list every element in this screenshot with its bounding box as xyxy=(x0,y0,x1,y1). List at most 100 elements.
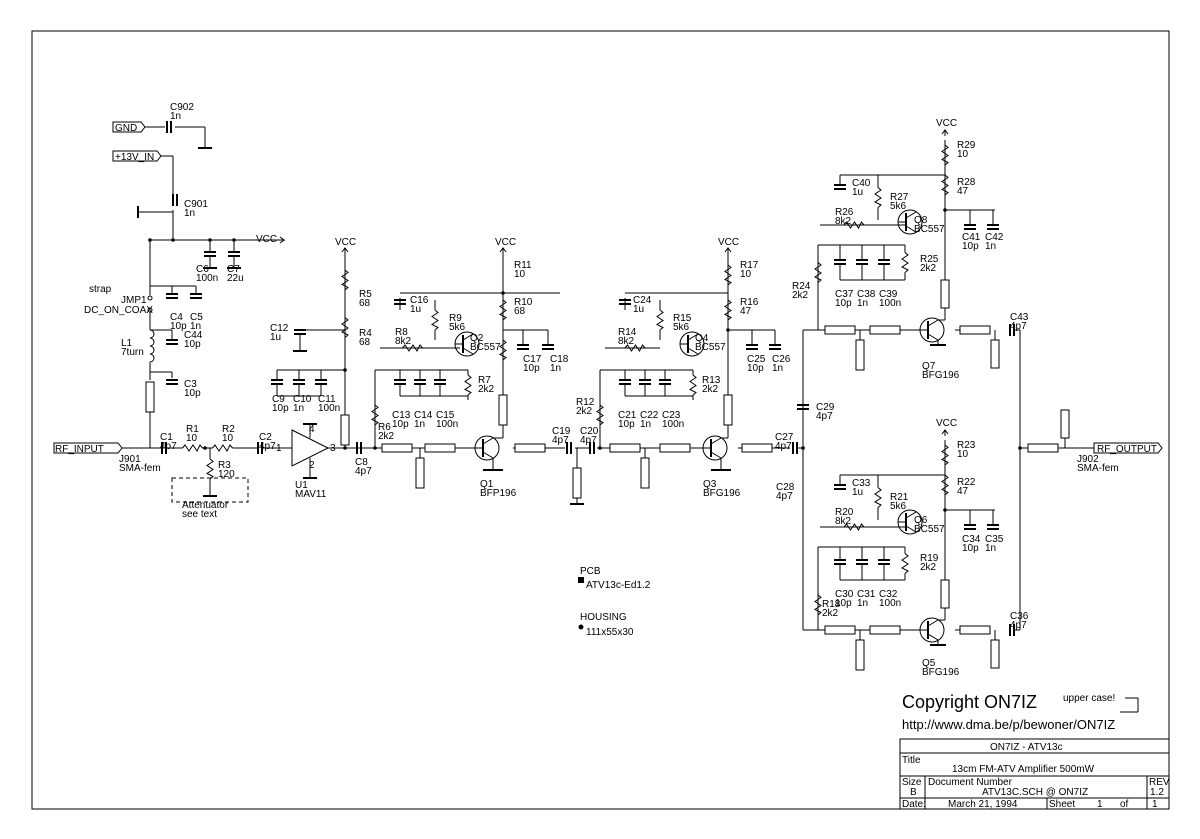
title-company: ON7IZ - ATV13c xyxy=(990,742,1063,753)
resistor xyxy=(212,444,233,452)
pin-numbers: 1 2 3 4 xyxy=(276,424,336,471)
of-label: of xyxy=(1120,799,1129,810)
component-value: 1u xyxy=(633,304,644,315)
component-value: 100n xyxy=(879,298,901,309)
component-ref: C10 xyxy=(293,394,312,405)
resistor-box xyxy=(990,339,1000,369)
component-value: 4p7 xyxy=(1010,620,1027,631)
component-ref: R22 xyxy=(957,477,976,488)
resistor xyxy=(402,344,423,352)
sheet-border xyxy=(31,30,1170,810)
resistor xyxy=(464,374,472,396)
q4-transistor xyxy=(679,331,705,357)
component-ref: R9 xyxy=(449,313,462,324)
resistor-box xyxy=(640,457,650,489)
resistor xyxy=(182,444,203,452)
component-ref: C12 xyxy=(270,323,289,334)
component-ref: C41 xyxy=(962,232,981,243)
component-value: 47 xyxy=(957,186,969,197)
u1-pin-1: 1 xyxy=(276,443,282,454)
resistor-box xyxy=(940,579,950,609)
junction xyxy=(373,446,377,450)
component-ref: C28 xyxy=(776,482,795,493)
title-block: ON7IZ - ATV13c Title 13cm FM-ATV Amplifi… xyxy=(899,738,1170,810)
rev-value: 1.2 xyxy=(1150,787,1164,798)
q7-transistor xyxy=(919,317,945,343)
component-ref: R21 xyxy=(890,492,909,503)
component-ref: R17 xyxy=(740,260,759,271)
component-value: 1n xyxy=(985,543,996,554)
component-value: 68 xyxy=(359,298,371,309)
component-value: SMA-fem xyxy=(119,463,161,474)
component-value: BFG196 xyxy=(922,667,960,678)
junction xyxy=(148,238,152,242)
see-text-label: see text xyxy=(182,509,217,520)
junction xyxy=(203,446,207,450)
resistor-box xyxy=(572,467,582,499)
component-value: BC557 xyxy=(470,342,501,353)
resistor-box xyxy=(959,325,991,335)
component-value: 2k2 xyxy=(576,406,593,417)
vcc-label: VCC xyxy=(495,237,516,248)
component-ref: R29 xyxy=(957,140,976,151)
dc-on-coax-label: DC_ON_COAX xyxy=(84,305,153,316)
vcc-label: VCC xyxy=(718,237,739,248)
component-ref: R10 xyxy=(514,297,533,308)
component-value: 4p7 xyxy=(160,441,177,452)
wire xyxy=(462,333,474,341)
component-value: MAV11 xyxy=(295,489,327,500)
component-ref: R20 xyxy=(835,507,854,518)
component-ref: R27 xyxy=(890,192,909,203)
component-ref: R19 xyxy=(920,553,939,564)
component-ref: C21 xyxy=(618,410,637,421)
resistor xyxy=(656,309,664,331)
component-ref: R25 xyxy=(920,254,939,265)
resistor xyxy=(941,144,949,166)
component-value: 10 xyxy=(222,433,234,444)
component-value: 10 xyxy=(514,269,526,280)
component-value: 47 xyxy=(957,486,969,497)
component-value: 1n xyxy=(550,363,561,374)
component-value: BC557 xyxy=(914,524,945,535)
component-value: 1u xyxy=(852,187,863,198)
component-ref: C18 xyxy=(550,354,569,365)
component-value: 10p xyxy=(392,419,409,430)
component-value: 8k2 xyxy=(395,336,412,347)
component-ref: C20 xyxy=(580,426,599,437)
component-value: 8k2 xyxy=(618,336,635,347)
wire xyxy=(905,225,917,233)
component-value: 2k2 xyxy=(920,263,937,274)
title-label: Title xyxy=(902,755,921,766)
wire xyxy=(482,451,494,459)
component-value: 1u xyxy=(852,487,863,498)
resistor-box xyxy=(415,457,425,489)
sheet-value: 1 xyxy=(1097,799,1103,810)
port-labels: GND +13V_IN RF_INPUT RF_OUTPUT xyxy=(53,121,1163,455)
copyright-text: Copyright ON7IZ xyxy=(902,692,1037,712)
component-ref: R4 xyxy=(359,328,372,339)
component-ref: R28 xyxy=(957,177,976,188)
component-value: SMA-fem xyxy=(1077,463,1119,474)
component-value: 2k2 xyxy=(920,562,937,573)
component-value: 1n xyxy=(170,111,181,122)
component-ref: C14 xyxy=(414,410,433,421)
component-ref: Q3 xyxy=(703,479,717,490)
component-value: BFG196 xyxy=(703,488,741,499)
junction xyxy=(726,328,730,332)
component-ref: J901 xyxy=(119,454,141,465)
wire xyxy=(710,437,722,445)
jumper-pin xyxy=(147,295,153,301)
resistor xyxy=(341,317,349,338)
resistor xyxy=(596,404,604,426)
component-value: 7turn xyxy=(121,347,144,358)
wire xyxy=(462,347,474,355)
resistor xyxy=(814,594,822,616)
resistor xyxy=(724,264,732,286)
arrow xyxy=(724,247,732,253)
resistor-box xyxy=(824,625,856,635)
resistor-box xyxy=(609,443,641,453)
component-value: 1n xyxy=(985,241,996,252)
junction xyxy=(943,508,947,512)
component-ref: C19 xyxy=(552,426,571,437)
docnum-value: ATV13C.SCH @ ON7IZ xyxy=(982,787,1088,798)
